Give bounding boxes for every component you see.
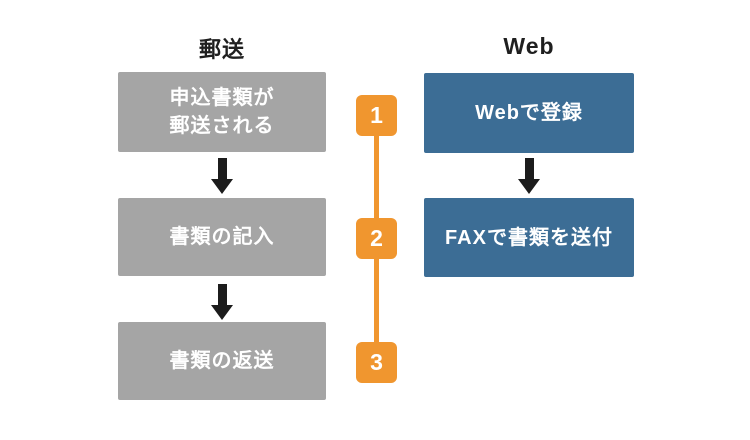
mail-step-1-box: 申込書類が 郵送される bbox=[118, 72, 326, 152]
step-badge-1: 1 bbox=[356, 95, 397, 136]
mail-column-header: 郵送 bbox=[198, 37, 245, 62]
web-step-2-box: FAXで書類を送付 bbox=[424, 198, 634, 277]
mail-step-2-box: 書類の記入 bbox=[118, 198, 326, 276]
arrow-down-icon bbox=[211, 158, 233, 194]
mail-step-3-box: 書類の返送 bbox=[118, 322, 326, 400]
web-step-1-box: Webで登録 bbox=[424, 73, 634, 153]
arrow-down-icon bbox=[518, 158, 540, 194]
step-badge-2: 2 bbox=[356, 218, 397, 259]
step-badge-3: 3 bbox=[356, 342, 397, 383]
arrow-down-icon bbox=[211, 284, 233, 320]
web-column-header: Web bbox=[503, 33, 555, 59]
